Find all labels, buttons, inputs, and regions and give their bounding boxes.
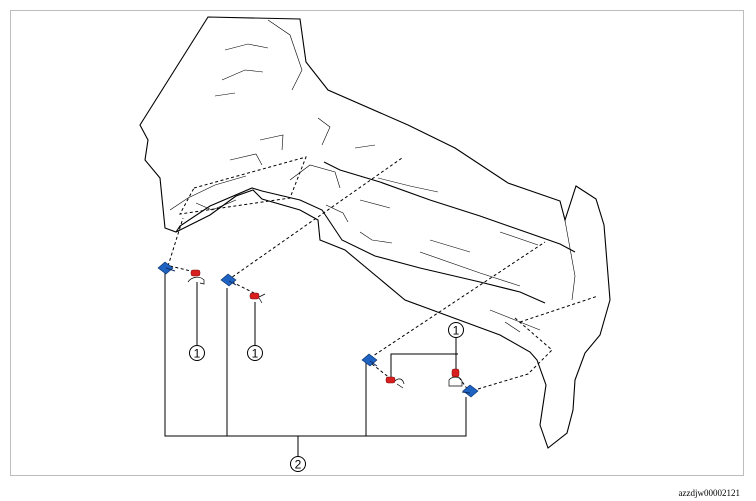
svg-text:1: 1	[252, 347, 259, 361]
clip-blue-icon-2	[220, 273, 237, 287]
leader-pin-left	[169, 265, 196, 273]
callout-1-right: 1	[448, 322, 464, 338]
bumper-body-outline	[139, 16, 611, 449]
bumper-center-ridge	[323, 161, 576, 253]
image-id-label: azzdjw00002121	[678, 488, 740, 498]
clip-red-icon-4	[448, 368, 463, 387]
bumper-outline	[139, 16, 611, 449]
clip-red-icon-3	[385, 376, 405, 389]
callout-1-left: 1	[189, 345, 205, 361]
clip-blue-icon-4	[461, 384, 479, 398]
leader-pin-up	[455, 372, 469, 391]
clip-red-icon-1	[187, 269, 205, 285]
leader-box-top	[179, 156, 307, 215]
bracket-1-right	[390, 353, 458, 380]
bracket-2	[164, 273, 467, 437]
svg-text:1: 1	[194, 347, 201, 361]
leader-lines	[167, 156, 599, 393]
svg-text:1: 1	[453, 324, 460, 338]
callout-1-mid: 1	[247, 345, 263, 361]
svg-text:2: 2	[295, 458, 302, 472]
callout-lines	[164, 273, 467, 457]
clip-red-icon-2	[249, 292, 266, 304]
clip-blue-icon-1	[157, 261, 176, 275]
leader-right-ext	[519, 295, 599, 323]
callout-2-bottom: 2	[290, 456, 306, 472]
leader-clip-mid	[227, 157, 403, 281]
diagram-frame	[10, 10, 744, 476]
leader-box-right	[467, 317, 553, 393]
leader-clip-right-a	[369, 241, 546, 359]
leader-pin-mid	[231, 281, 255, 294]
leader-pin-right	[371, 363, 392, 380]
bumper-lower-edge	[175, 187, 546, 304]
bumper-detail-lines	[169, 19, 576, 333]
leader-clip-left	[167, 217, 184, 267]
clip-blue-icon-3	[361, 353, 378, 367]
